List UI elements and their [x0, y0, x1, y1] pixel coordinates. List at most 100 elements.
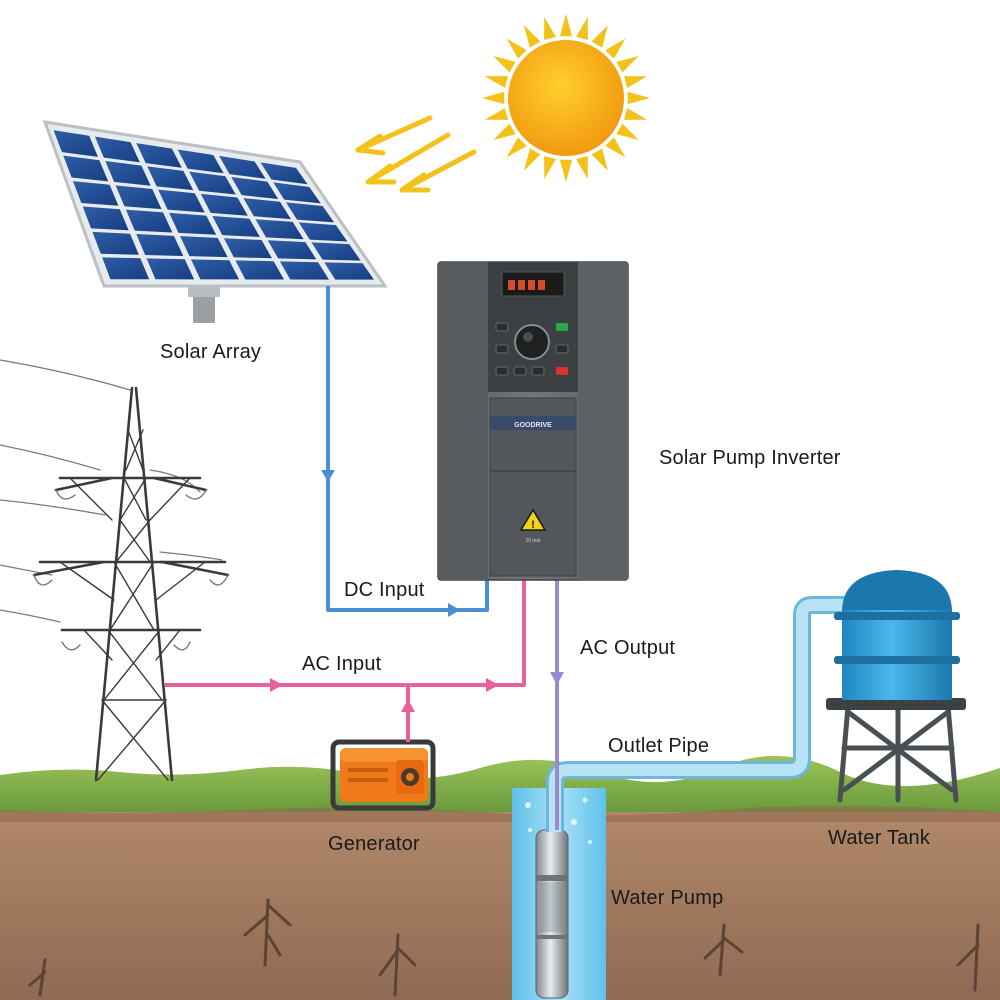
- solar-cell: [255, 219, 304, 240]
- label-generator: Generator: [328, 833, 420, 855]
- inverter-keys: [495, 322, 569, 376]
- sun-ray: [576, 156, 588, 180]
- water-tank-dome: [842, 570, 952, 612]
- solar-pump-inverter: GOODRIVE ! 10 min: [437, 261, 629, 581]
- water-tank-stand: [837, 703, 959, 803]
- label-solar-array: Solar Array: [160, 341, 262, 363]
- solar-cell: [189, 171, 236, 195]
- solar-cell: [324, 262, 374, 280]
- generator: [330, 739, 436, 811]
- solar-cell: [311, 242, 361, 261]
- water-tank: [826, 570, 966, 803]
- label-ac-input: AC Input: [302, 653, 382, 675]
- sun-ray: [506, 137, 527, 158]
- inverter-brand: GOODRIVE: [514, 422, 552, 429]
- solar-cell: [235, 260, 285, 280]
- label-outlet-pipe: Outlet Pipe: [608, 735, 710, 757]
- solar-cell: [136, 234, 184, 256]
- solar-cell: [105, 160, 151, 186]
- solar-cell: [72, 181, 119, 206]
- tower-frame: [32, 386, 230, 782]
- ac-arrow-2: [486, 678, 499, 692]
- sun-ray: [482, 91, 505, 105]
- inverter-knob: [514, 324, 550, 360]
- solar-cell: [219, 155, 266, 179]
- solar-cell: [285, 202, 335, 223]
- sun-ray: [493, 56, 516, 73]
- label-water-tank: Water Tank: [828, 827, 931, 849]
- sun-ray: [605, 137, 626, 158]
- sun: [482, 14, 650, 182]
- warning-caption: 10 min: [525, 538, 540, 544]
- solar-cell: [147, 166, 194, 191]
- solar-cell: [223, 238, 272, 259]
- sun-ray: [616, 123, 639, 140]
- svg-text:!: !: [531, 519, 535, 531]
- solar-cell: [279, 261, 329, 280]
- soil-cracks: [28, 898, 980, 997]
- solar-cell: [177, 149, 224, 174]
- solar-cell: [53, 130, 98, 157]
- solar-cell: [200, 193, 248, 216]
- warning-icon: [519, 508, 547, 531]
- water-pump: [535, 829, 569, 999]
- generator-frame: [330, 739, 436, 811]
- solar-cell: [102, 257, 150, 280]
- water-bubbles: [525, 797, 592, 844]
- sun-ray: [616, 56, 639, 73]
- solar-cell: [136, 143, 182, 168]
- ac-output-arrow: [550, 672, 564, 685]
- sun-disc: [508, 40, 624, 156]
- sun-ray: [544, 156, 556, 180]
- sun-ray: [544, 16, 556, 40]
- dc-arrow-down: [321, 470, 335, 482]
- soil: [0, 790, 1000, 1000]
- solar-cell: [146, 258, 195, 280]
- solar-cell: [273, 182, 321, 204]
- dc-arrow-right: [448, 603, 460, 617]
- power-lines: [0, 359, 223, 623]
- label-water-pump: Water Pump: [611, 887, 724, 909]
- transmission-tower: [0, 359, 230, 782]
- solar-cell: [190, 259, 240, 280]
- solar-cell: [125, 209, 173, 233]
- water-tank-body: [842, 610, 952, 700]
- solar-array: [42, 120, 388, 323]
- solar-cell: [158, 189, 205, 213]
- solar-cell: [94, 136, 140, 163]
- label-ac-output: AC Output: [580, 637, 676, 659]
- sun-ray: [559, 159, 573, 182]
- ac-output-line: [550, 580, 564, 830]
- solar-cell: [260, 162, 308, 185]
- sun-ray: [591, 25, 608, 48]
- solar-cell: [212, 216, 260, 238]
- dc-input-line: [321, 286, 489, 617]
- solar-cells: [53, 130, 374, 280]
- label-solar-pump-inverter: Solar Pump Inverter: [659, 447, 841, 469]
- solar-cell: [63, 155, 109, 182]
- ac-input-line: [165, 580, 526, 742]
- sun-ray: [591, 148, 608, 171]
- solar-cell: [82, 206, 129, 231]
- solar-cell: [231, 177, 279, 199]
- sun-ray: [605, 38, 626, 59]
- water-tank-base: [826, 698, 966, 710]
- solar-cell: [115, 185, 162, 210]
- sunlight-arrows: [355, 115, 477, 193]
- sun-ray: [559, 14, 573, 37]
- ac-arrow-1: [270, 678, 283, 692]
- solar-cell: [169, 212, 217, 235]
- sun-ray: [576, 16, 588, 40]
- solar-cell: [267, 240, 317, 260]
- inverter-stop-key: [556, 367, 568, 375]
- label-dc-input: DC Input: [344, 579, 425, 601]
- solar-cell: [180, 236, 228, 258]
- sun-ray: [506, 38, 527, 59]
- sun-ray: [624, 108, 648, 120]
- grass-edge: [0, 805, 1000, 822]
- solar-cell: [243, 198, 291, 220]
- ground: [0, 755, 1000, 1000]
- sun-ray: [627, 91, 650, 105]
